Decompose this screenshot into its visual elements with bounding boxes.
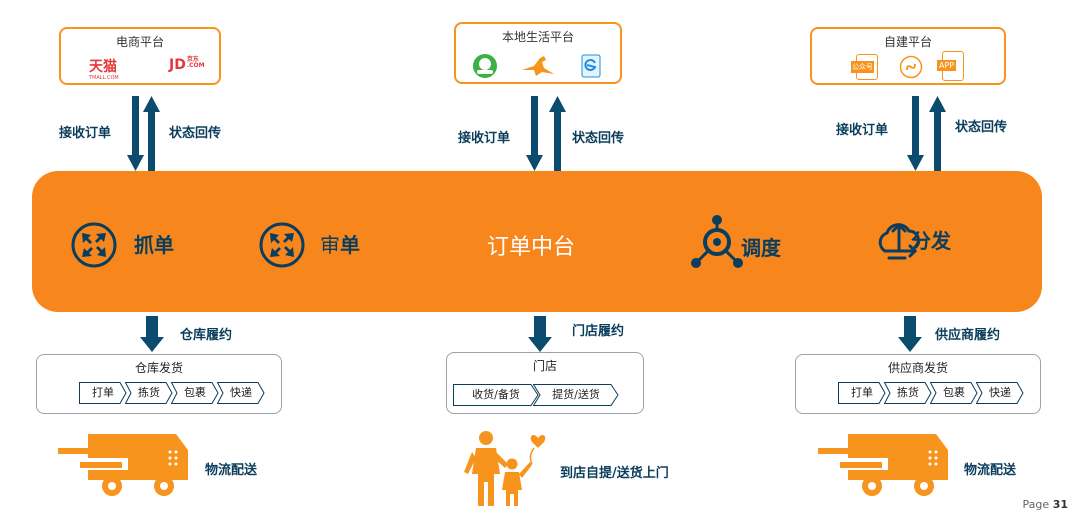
step-pickup-delivery: 提货/送货 [533, 384, 619, 406]
local-life-platform-box: 本地生活平台 [454, 22, 622, 84]
supplier-shipping-title: 供应商发货 [887, 361, 948, 375]
wechat-official-account-icon: 公众号 [851, 54, 878, 80]
app-icon: APP [937, 51, 964, 81]
self-built-platform-box: 自建平台 公众号 APP [810, 27, 1006, 85]
local-life-platform-title: 本地生活平台 [501, 30, 574, 44]
distribute-label: 分发 [911, 229, 951, 253]
order-center-hub [32, 171, 1042, 312]
tmall-logo: 天猫 TMALL.COM [89, 59, 119, 81]
fulfilment-arrows [140, 316, 922, 352]
order-center-title: 订单中台 [487, 235, 576, 260]
meituan-icon [473, 54, 497, 78]
capture-label: 抓单 [134, 233, 174, 257]
dispatch-icon [691, 215, 743, 268]
status-return-label-right: 状态回传 [955, 120, 1008, 135]
step-picking: 拣货 [125, 382, 173, 404]
kangaroo-icon [522, 56, 554, 76]
supplier-shipping-box: 供应商发货 打单 拣货 包裹 快递 [795, 354, 1041, 414]
status-return-label-middle: 状态回传 [572, 131, 625, 146]
delivery-truck-icon-left [58, 434, 188, 496]
self-built-platform-title: 自建平台 [883, 35, 932, 49]
warehouse-fulfilment-label: 仓库履约 [180, 328, 233, 343]
store-box: 门店 收货/备货 提货/送货 [446, 352, 644, 414]
step-express: 快递 [217, 382, 265, 404]
page-number: Page 31 [1022, 498, 1068, 511]
dispatch-label: 调度 [741, 236, 781, 260]
parent-child-icon [464, 431, 546, 506]
receive-order-label-left: 接收订单 [59, 126, 112, 141]
step-express-supplier: 快递 [976, 382, 1024, 404]
step-print-order-supplier: 打单 [838, 382, 886, 404]
status-return-label-left: 状态回传 [169, 126, 222, 141]
review-label: 审单 [320, 233, 360, 257]
order-status-arrows [127, 96, 946, 171]
eleme-icon [581, 54, 601, 78]
warehouse-shipping-box: 仓库发货 打单 拣货 包裹 快递 [36, 354, 282, 414]
review-icon [259, 222, 305, 268]
logistics-delivery-label-left: 物流配送 [205, 463, 258, 478]
supplier-fulfilment-label: 供应商履约 [935, 328, 1001, 343]
receive-order-label-right: 接收订单 [836, 123, 889, 138]
delivery-truck-icon-right [818, 434, 948, 496]
capture-icon [71, 222, 117, 268]
ecommerce-platform-title: 电商平台 [115, 35, 164, 49]
mini-program-icon [899, 55, 923, 79]
distribute-icon [878, 222, 920, 260]
store-fulfilment-label: 门店履约 [572, 324, 625, 339]
step-receive-stock: 收货/备货 [453, 384, 539, 406]
step-packing-supplier: 包裹 [930, 382, 978, 404]
store-box-title: 门店 [532, 359, 557, 373]
step-picking-supplier: 拣货 [884, 382, 932, 404]
warehouse-shipping-title: 仓库发货 [134, 361, 183, 375]
logistics-delivery-label-right: 物流配送 [964, 463, 1017, 478]
receive-order-label-middle: 接收订单 [458, 131, 511, 146]
jd-logo: JD京东.COM [169, 56, 205, 74]
store-pickup-delivery-label: 到店自提/送货上门 [560, 466, 669, 481]
ecommerce-platform-box: 电商平台 天猫 TMALL.COM JD京东.COM [59, 27, 221, 85]
step-print-order: 打单 [79, 382, 127, 404]
step-packing: 包裹 [171, 382, 219, 404]
